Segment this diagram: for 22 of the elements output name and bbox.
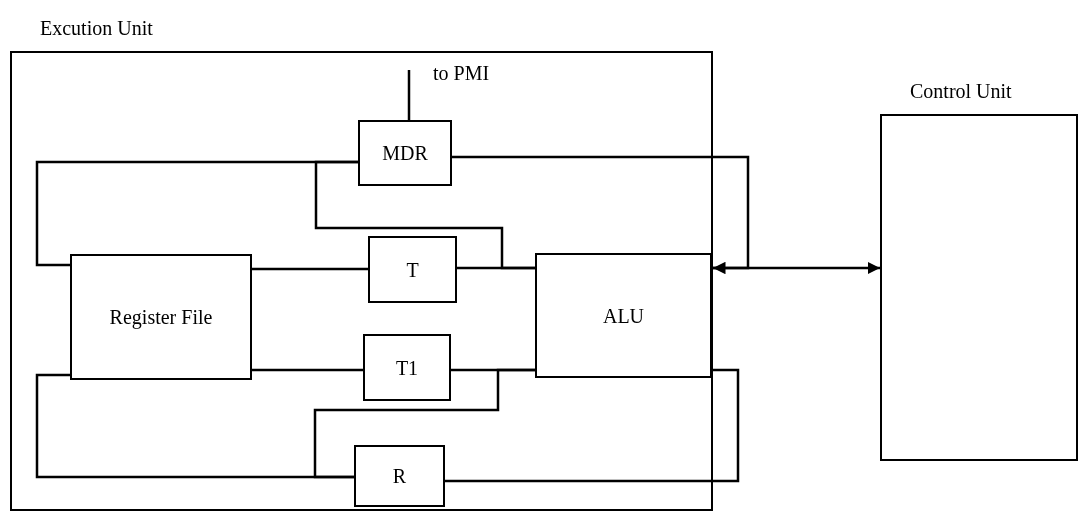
box-label: R — [392, 465, 407, 487]
alu-box — [535, 253, 712, 378]
box-label: T — [406, 258, 419, 281]
bus-line — [252, 368, 363, 372]
bus-line — [445, 368, 740, 483]
register-box — [358, 120, 452, 186]
box-label: Register File — [109, 306, 213, 328]
register-box — [354, 445, 445, 507]
bus-line — [457, 266, 535, 270]
register-file-box — [70, 254, 252, 380]
bus-line — [452, 155, 750, 270]
unit-title: Control Unit — [910, 80, 1012, 102]
register-box — [363, 334, 451, 401]
bus-line — [407, 70, 411, 120]
bus-line — [313, 368, 535, 479]
box-label: T1 — [395, 356, 419, 379]
double-arrow — [713, 261, 880, 275]
unit-title: Excution Unit — [40, 17, 153, 39]
box-label: ALU — [602, 304, 645, 327]
box-label: MDR — [382, 142, 428, 164]
register-box — [368, 236, 457, 303]
bus-line — [252, 267, 368, 271]
